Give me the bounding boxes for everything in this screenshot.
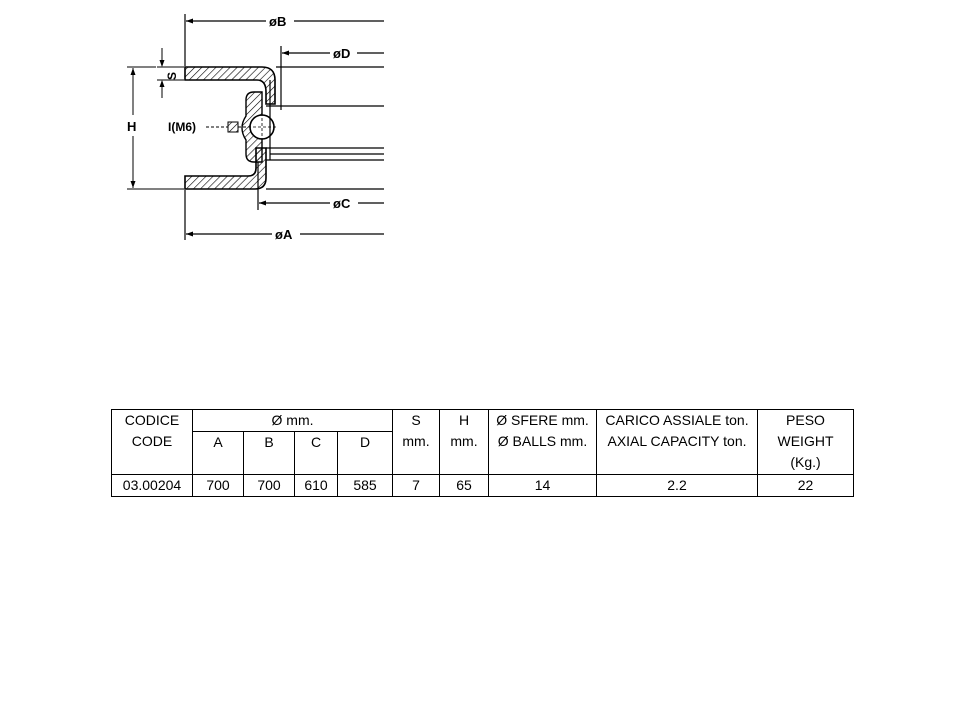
header-weight: PESO WEIGHT (Kg.) xyxy=(757,409,854,475)
cell-a: 700 xyxy=(192,474,244,497)
header-balls: Ø SFERE mm. Ø BALLS mm. xyxy=(488,409,597,475)
label-grease-nipple: I(M6) xyxy=(168,120,196,134)
header-diameter: Ø mm. xyxy=(192,409,393,432)
dimension-a: øA xyxy=(184,190,384,242)
cell-balls: 14 xyxy=(488,474,597,497)
dimension-d: øD xyxy=(280,46,384,110)
header-h: H mm. xyxy=(439,409,489,475)
cell-d: 585 xyxy=(337,474,393,497)
cell-s: 7 xyxy=(392,474,440,497)
outer-ring-section xyxy=(184,66,276,105)
dimension-c: øC xyxy=(257,162,384,211)
specification-table: CODICE CODE Ø mm. S mm. H mm. Ø SFERE mm… xyxy=(111,409,854,497)
cell-code: 03.00204 xyxy=(111,474,193,497)
table-row: 03.00204 700 700 610 585 7 65 14 2.2 22 xyxy=(111,474,854,497)
label-dia-a: øA xyxy=(275,227,293,242)
dimension-s: S xyxy=(157,48,184,98)
header-code: CODICE CODE xyxy=(111,409,193,475)
label-height: H xyxy=(127,119,136,134)
header-col-c: C xyxy=(294,431,338,475)
header-col-d: D xyxy=(337,431,393,475)
cell-h: 65 xyxy=(439,474,489,497)
cell-b: 700 xyxy=(243,474,295,497)
header-load: CARICO ASSIALE ton. AXIAL CAPACITY ton. xyxy=(596,409,758,475)
label-dia-c: øC xyxy=(333,196,351,211)
header-s: S mm. xyxy=(392,409,440,475)
label-dia-b: øB xyxy=(269,14,286,29)
grease-nipple: I(M6) xyxy=(168,120,248,134)
label-dia-d: øD xyxy=(333,46,350,61)
dimension-h: H xyxy=(127,66,184,190)
cell-weight: 22 xyxy=(757,474,854,497)
dimension-b: øB xyxy=(184,14,384,66)
header-col-b: B xyxy=(243,431,295,475)
cell-c: 610 xyxy=(294,474,338,497)
slewing-ring-cross-section-drawing: øB øD S xyxy=(127,14,384,242)
label-thickness: S xyxy=(165,72,179,80)
cell-load: 2.2 xyxy=(596,474,758,497)
header-row-1: CODICE CODE Ø mm. S mm. H mm. Ø SFERE mm… xyxy=(111,409,854,475)
extension-lines xyxy=(266,66,384,190)
header-col-a: A xyxy=(192,431,244,475)
